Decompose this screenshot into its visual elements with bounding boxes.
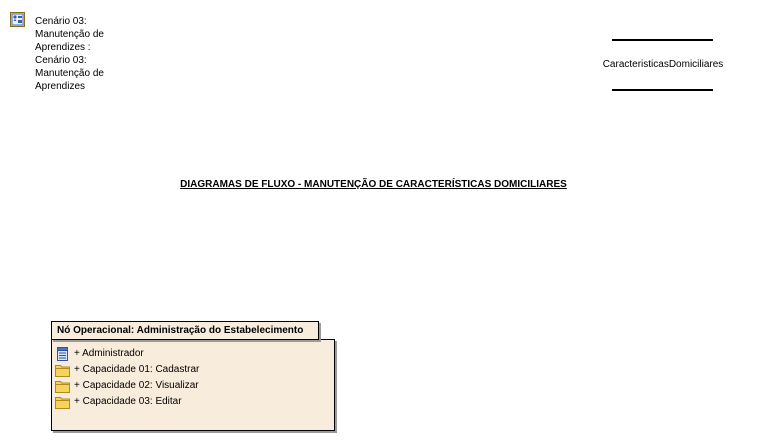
datastore-top-line — [612, 39, 713, 41]
scenario-line: Cenário 03: — [35, 55, 87, 66]
node-item-label: + Administrador — [74, 348, 144, 359]
scenario-line: Manutenção de — [35, 29, 104, 40]
diagram-title-text: DIAGRAMAS DE FLUXO - MANUTENÇÃO DE CARAC… — [180, 179, 567, 190]
folder-icon — [55, 395, 71, 409]
operational-node-body: + Administrador + Capacidade 01: Cadastr… — [51, 339, 335, 431]
diagram-title: DIAGRAMAS DE FLUXO - MANUTENÇÃO DE CARAC… — [0, 179, 767, 190]
datastore-bottom-line — [612, 89, 713, 91]
folder-icon — [55, 379, 71, 393]
scenario-line: Manutenção de — [35, 68, 104, 79]
scenario-icon — [10, 12, 25, 27]
node-item-label: + Capacidade 02: Visualizar — [74, 380, 199, 391]
datastore-element[interactable]: CaracteristicasDomiciliares — [596, 38, 730, 94]
operational-node-title: Nó Operacional: Administração do Estabel… — [51, 321, 319, 340]
actor-class-icon — [55, 347, 71, 361]
node-item-label: + Capacidade 03: Editar — [74, 396, 182, 407]
scenario-line: Aprendizes — [35, 81, 86, 92]
operational-node-package[interactable]: + Administrador + Capacidade 01: Cadastr… — [51, 321, 337, 434]
node-item-label: + Capacidade 01: Cadastrar — [74, 364, 200, 375]
scenario-line: Aprendizes : — [35, 42, 91, 53]
folder-icon — [55, 363, 71, 377]
scenario-line: Cenário 03: — [35, 16, 87, 27]
scenario-label: Cenário 03: Manutenção de Aprendizes : C… — [35, 15, 135, 93]
datastore-label: CaracteristicasDomiciliares — [602, 59, 724, 70]
